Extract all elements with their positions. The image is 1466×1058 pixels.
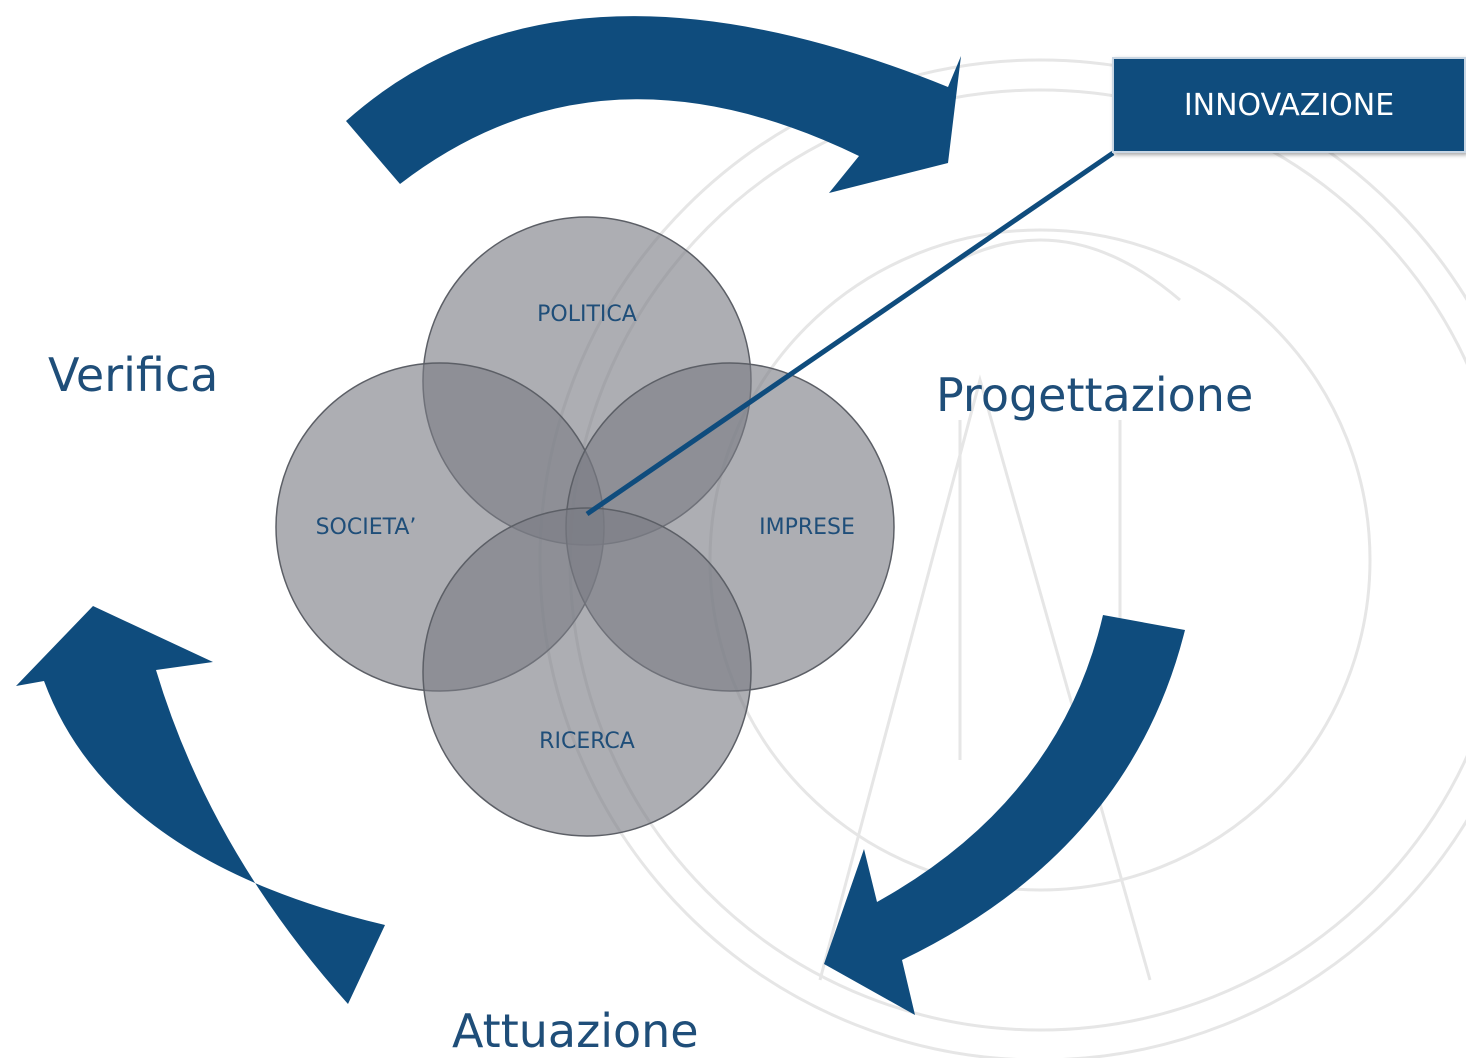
venn-circles: [275, 216, 895, 837]
stage-label-verifica: Verifica: [48, 348, 219, 402]
stage-label-progettazione: Progettazione: [936, 368, 1254, 422]
arrow-top: [346, 16, 961, 194]
circle-label-politica: POLITICA: [537, 302, 637, 327]
circle-ricerca: [422, 507, 752, 837]
circle-label-imprese: IMPRESE: [759, 515, 855, 540]
stage-label-attuazione: Attuazione: [452, 1004, 699, 1058]
cycle-arrows: [16, 16, 1185, 1015]
innovazione-label: INNOVAZIONE: [1183, 87, 1395, 123]
callout-pointer-line: [585, 150, 1115, 517]
arrow-right: [824, 615, 1185, 1015]
innovazione-callout: INNOVAZIONE: [1112, 57, 1466, 153]
circle-label-ricerca: RICERCA: [539, 729, 635, 754]
arrow-left: [16, 606, 385, 1004]
circle-label-societa: SOCIETA’: [315, 515, 417, 540]
